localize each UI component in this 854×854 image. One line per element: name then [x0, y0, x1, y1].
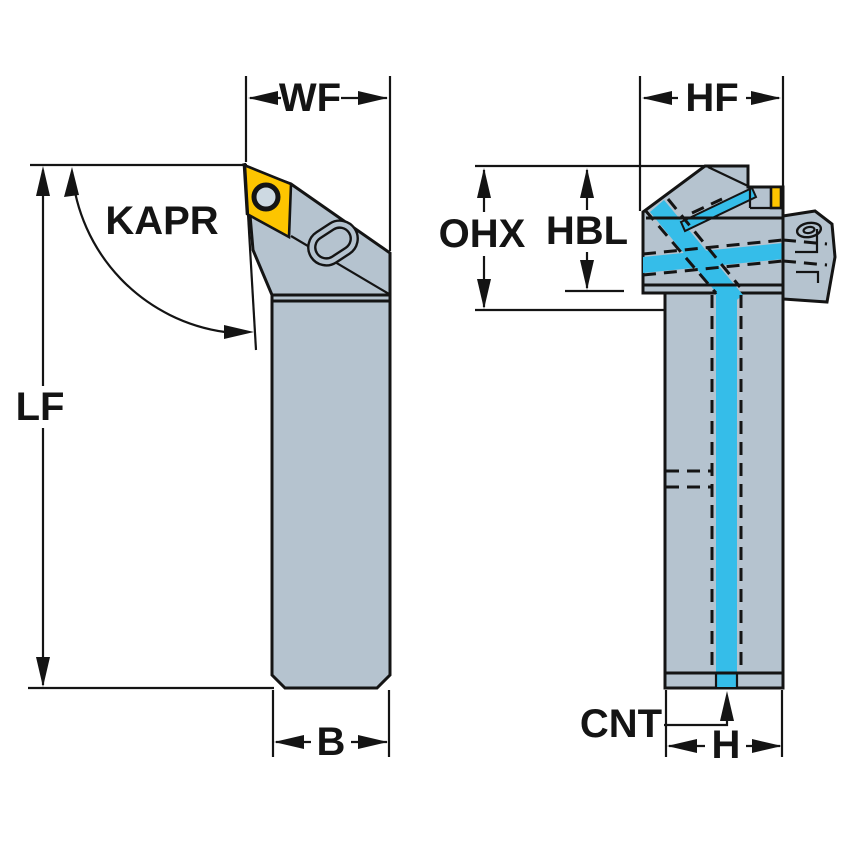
h-dimension: H: [664, 690, 784, 767]
wf-arrow-right: [358, 91, 388, 105]
hf-arrow-left: [642, 91, 672, 105]
b-arrow-left: [274, 735, 304, 749]
h-arrow-left: [667, 739, 697, 753]
coolant-horizontal-channel: [643, 243, 783, 273]
b-dimension: B: [271, 690, 391, 764]
kapr-arc: [70, 171, 226, 334]
wf-arrow-left: [248, 91, 278, 105]
front-clamp-inner: [314, 226, 352, 260]
side-head-details: [643, 166, 837, 304]
h-arrow-right: [752, 739, 782, 753]
coolant-channels: [643, 186, 826, 687]
cnt-leader-line: [664, 697, 729, 727]
side-insert: [769, 185, 783, 210]
clamp-detail-line-2: [796, 270, 820, 283]
hbl-arrow-top: [580, 168, 594, 198]
hbl-dimension: HBL: [546, 168, 628, 293]
hf-arrow-right: [751, 91, 781, 105]
kapr-arrow-right: [224, 325, 254, 339]
front-tool-body: [242, 163, 392, 690]
ohx-label: OHX: [439, 212, 526, 256]
clamp-screw-inner: [802, 225, 816, 235]
h-label: H: [712, 723, 741, 767]
head-wedge-line: [707, 166, 749, 187]
lf-dimension: LF: [12, 166, 69, 687]
front-shank: [270, 293, 392, 690]
side-clamp: [781, 209, 837, 304]
lf-label-backing: [12, 386, 69, 428]
front-view: WF KAPR LF B: [12, 76, 392, 764]
wf-label: WF: [279, 76, 341, 120]
clamp-detail-line-1: [795, 229, 819, 254]
cnt-arrow: [720, 691, 734, 721]
coolant-nozzle-channel: [679, 186, 758, 233]
ohx-arrow-top: [477, 168, 491, 198]
front-insert-hole: [251, 182, 281, 212]
b-label: B: [317, 720, 346, 764]
b-arrow-right: [358, 735, 388, 749]
hbl-label: HBL: [546, 209, 628, 253]
ohx-dimension: OHX: [439, 168, 526, 309]
hf-label: HF: [685, 76, 738, 120]
hf-dimension: HF: [638, 76, 785, 211]
clamp-screw-outer: [795, 221, 823, 239]
side-view: HF OHX HBL CNT: [439, 76, 837, 767]
wf-dimension: WF: [244, 76, 392, 251]
cnt-label: CNT: [580, 702, 662, 746]
ohx-arrow-bottom: [477, 279, 491, 309]
coolant-vertical-channel: [716, 294, 737, 687]
hbl-arrow-bottom: [580, 260, 594, 290]
lf-arrow-bottom: [36, 657, 50, 687]
cutting-edge-extension-line: [243, 162, 258, 351]
hidden-channel-lines: [642, 197, 828, 672]
shank-end-face: [665, 671, 783, 688]
kapr-arrow-top: [64, 167, 79, 197]
lf-arrow-top: [36, 166, 50, 196]
kapr-dimension: KAPR: [64, 167, 254, 339]
kapr-label: KAPR: [105, 199, 218, 243]
lf-label: LF: [16, 385, 65, 429]
cnt-callout: CNT: [580, 691, 734, 746]
